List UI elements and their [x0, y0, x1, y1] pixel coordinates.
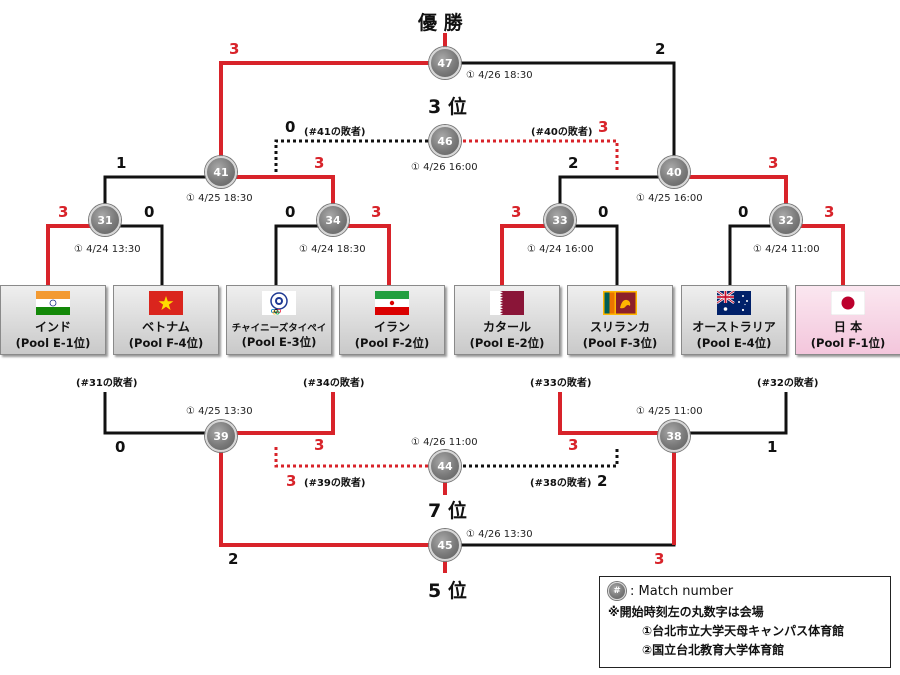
legend-venue-2: ②国立台北教育大学体育館: [642, 643, 785, 657]
team-sri-lanka: スリランカ (Pool F-3位): [567, 285, 673, 355]
team-iran: イラン (Pool F-2位): [339, 285, 445, 355]
team-name: 日 本: [833, 320, 863, 334]
team-pool: (Pool F-3位): [582, 336, 658, 350]
match-47-score-right: 2: [655, 40, 666, 58]
match-39-score-right: 3: [314, 436, 325, 454]
match-40-score-left: 2: [568, 154, 579, 172]
champion-label: 優 勝: [418, 12, 463, 34]
match-40-info: ① 4/25 16:00: [636, 193, 703, 204]
match-34-score-right: 3: [371, 203, 382, 221]
iran-flag-icon: [375, 291, 409, 315]
match-41-marker: 41: [205, 156, 237, 188]
match-46-score-right: 3: [598, 118, 609, 136]
team-chinese-taipei: チャイニーズタイペイ (Pool E-3位): [226, 285, 332, 355]
match-44-score-left: 3: [286, 472, 297, 490]
match-47-marker: 47: [429, 47, 461, 79]
sri-lanka-flag-icon: [603, 291, 637, 315]
match-46-marker: 46: [429, 125, 461, 157]
match-32-marker: 32: [770, 204, 802, 236]
match-44-marker: 44: [429, 450, 461, 482]
legend-note: ※開始時刻左の丸数字は会場: [608, 605, 764, 619]
legend-venue-1: ①台北市立大学天母キャンパス体育館: [642, 624, 845, 638]
match-45-info: ① 4/26 13:30: [466, 529, 533, 540]
team-australia: オーストラリア (Pool E-4位): [681, 285, 787, 355]
match-number-legend-icon: #: [608, 582, 626, 600]
match-47-info: ① 4/26 18:30: [466, 70, 533, 81]
match-45-marker: 45: [429, 529, 461, 561]
chinese-taipei-emblem-icon: [262, 291, 296, 315]
match-39-info: ① 4/25 13:30: [186, 406, 253, 417]
match-39-marker: 39: [205, 420, 237, 452]
team-name: チャイニーズタイペイ: [231, 323, 327, 334]
fifth-place-label: 5 位: [428, 580, 467, 602]
legend-box: # : Match number ※開始時刻左の丸数字は会場 ①台北市立大学天母…: [599, 576, 891, 668]
match-41-score-right: 3: [314, 154, 325, 172]
team-japan: 日 本 (Pool F-1位): [795, 285, 900, 355]
match-33-marker: 33: [544, 204, 576, 236]
match-31-score-right: 0: [144, 203, 155, 221]
team-name: ベトナム: [142, 320, 190, 334]
match-38-score-right: 1: [767, 438, 778, 456]
match-45-score-right: 3: [654, 550, 665, 568]
australia-flag-icon: [717, 291, 751, 315]
team-vietnam: ベトナム (Pool F-4位): [113, 285, 219, 355]
team-name: カタール: [482, 320, 531, 334]
match-31-info: ① 4/24 13:30: [74, 244, 141, 255]
match-44-info: ① 4/26 11:00: [411, 437, 478, 448]
team-pool: (Pool F-4位): [128, 336, 204, 350]
match-38-info: ① 4/25 11:00: [636, 406, 703, 417]
match-33-score-left: 3: [511, 203, 522, 221]
match-32-info: ① 4/24 11:00: [753, 244, 820, 255]
match-32-score-right: 3: [824, 203, 835, 221]
team-pool: (Pool F-2位): [354, 336, 430, 350]
team-pool: (Pool E-1位): [15, 336, 91, 350]
match-39-loser-right: (#34の敗者): [303, 378, 365, 389]
japan-flag-icon: [831, 291, 865, 315]
match-40-marker: 40: [658, 156, 690, 188]
match-33-info: ① 4/24 16:00: [527, 244, 594, 255]
team-qatar: カタール (Pool E-2位): [454, 285, 560, 355]
match-41-score-left: 1: [116, 154, 127, 172]
match-44-loser-left: (#39の敗者): [304, 478, 366, 489]
team-name: オーストラリア: [692, 320, 776, 334]
team-pool: (Pool F-1位): [810, 336, 886, 350]
match-34-info: ① 4/24 18:30: [299, 244, 366, 255]
match-32-score-left: 0: [738, 203, 749, 221]
match-44-loser-right: (#38の敗者): [530, 478, 592, 489]
team-pool: (Pool E-4位): [696, 336, 772, 350]
match-44-score-right: 2: [597, 472, 608, 490]
match-45-score-left: 2: [228, 550, 239, 568]
match-33-score-right: 0: [598, 203, 609, 221]
match-46-score-left: 0: [285, 118, 296, 136]
match-39-score-left: 0: [115, 438, 126, 456]
match-46-loser-left: (#41の敗者): [304, 127, 366, 138]
match-34-score-left: 0: [285, 203, 296, 221]
match-38-loser-left: (#33の敗者): [530, 378, 592, 389]
match-46-loser-right: (#40の敗者): [531, 127, 593, 138]
match-39-loser-left: (#31の敗者): [76, 378, 138, 389]
team-name: イラン: [373, 320, 410, 334]
match-40-score-right: 3: [768, 154, 779, 172]
match-46-info: ① 4/26 16:00: [411, 162, 478, 173]
seventh-place-label: 7 位: [428, 500, 467, 522]
match-31-score-left: 3: [58, 203, 69, 221]
team-pool: (Pool E-3位): [241, 335, 317, 349]
legend-match-label: : Match number: [630, 583, 734, 599]
team-name: インド: [34, 320, 71, 334]
match-38-score-left: 3: [568, 436, 579, 454]
match-38-loser-right: (#32の敗者): [757, 378, 819, 389]
vietnam-flag-icon: [149, 291, 183, 315]
india-flag-icon: [36, 291, 70, 315]
team-india: インド (Pool E-1位): [0, 285, 106, 355]
team-name: スリランカ: [589, 320, 650, 334]
match-47-score-left: 3: [229, 40, 240, 58]
match-41-info: ① 4/25 18:30: [186, 193, 253, 204]
match-38-marker: 38: [658, 420, 690, 452]
match-34-marker: 34: [317, 204, 349, 236]
third-place-label: 3 位: [428, 96, 467, 118]
qatar-flag-icon: [490, 291, 524, 315]
team-pool: (Pool E-2位): [469, 336, 545, 350]
match-31-marker: 31: [89, 204, 121, 236]
